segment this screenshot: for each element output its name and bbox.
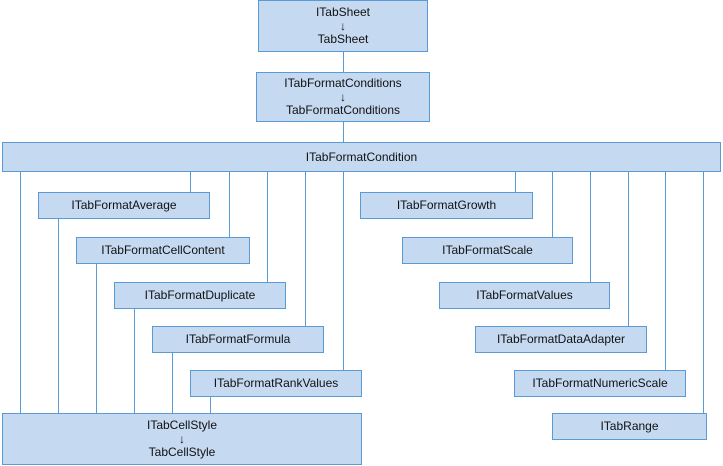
class-node-tabformatcondition[interactable]: ITabFormatCondition	[2, 142, 721, 172]
interface-name: ITabFormatNumericScale	[532, 376, 668, 390]
down-arrow-icon: ↓	[179, 432, 185, 446]
implementation-name: TabSheet	[317, 32, 369, 46]
connector-line	[190, 172, 191, 193]
class-node-tabformatduplicate[interactable]: ITabFormatDuplicate	[114, 282, 286, 309]
interface-name: ITabFormatGrowth	[396, 198, 497, 212]
implementation-name: TabFormatConditions	[285, 103, 401, 117]
class-node-tabformatrankvalues[interactable]: ITabFormatRankValues	[190, 370, 362, 397]
implementation-name: TabCellStyle	[148, 445, 216, 459]
connector-line	[267, 172, 268, 283]
down-arrow-icon: ↓	[340, 90, 346, 104]
class-node-tabformatnumericscale[interactable]: ITabFormatNumericScale	[514, 370, 686, 397]
connector-line	[343, 122, 344, 143]
connector-line	[665, 172, 666, 371]
class-node-tabformatscale[interactable]: ITabFormatScale	[402, 237, 573, 264]
connector-line	[20, 172, 21, 414]
connector-line	[515, 172, 516, 193]
connector-line	[58, 219, 59, 414]
interface-name: ITabFormatValues	[476, 288, 573, 302]
connector-line	[305, 172, 306, 327]
connector-line	[172, 353, 173, 414]
class-node-tabformatconditions[interactable]: ITabFormatConditions↓TabFormatConditions	[256, 72, 430, 122]
class-node-tabformatvalues[interactable]: ITabFormatValues	[439, 282, 610, 309]
connector-line	[134, 309, 135, 414]
class-node-tabformatformula[interactable]: ITabFormatFormula	[152, 326, 324, 353]
connector-line	[343, 172, 344, 371]
connector-line	[229, 172, 230, 238]
interface-name: ITabFormatAverage	[71, 198, 177, 212]
connector-line	[552, 172, 553, 238]
class-node-tabformatgrowth[interactable]: ITabFormatGrowth	[360, 192, 533, 219]
connector-line	[96, 264, 97, 414]
interface-name: ITabFormatRankValues	[213, 376, 339, 390]
interface-name: ITabFormatDataAdapter	[496, 332, 626, 346]
connector-line	[703, 172, 704, 414]
interface-name: ITabFormatCellContent	[101, 243, 225, 257]
class-node-tabcellstyle[interactable]: ITabCellStyle↓TabCellStyle	[2, 413, 362, 465]
class-node-tabformatcellcontent[interactable]: ITabFormatCellContent	[76, 237, 250, 264]
interface-name: ITabFormatDuplicate	[144, 288, 256, 302]
interface-name: ITabFormatFormula	[185, 332, 291, 346]
interface-name: ITabSheet	[315, 5, 371, 19]
interface-name: ITabFormatConditions	[284, 76, 402, 90]
interface-name: ITabFormatCondition	[305, 149, 418, 164]
connector-line	[590, 172, 591, 283]
class-node-tabrange[interactable]: ITabRange	[552, 413, 707, 440]
connector-line	[343, 52, 344, 73]
connector-line	[210, 397, 211, 414]
class-node-tabsheet[interactable]: ITabSheet↓TabSheet	[258, 0, 428, 52]
down-arrow-icon: ↓	[340, 19, 346, 33]
interface-name: ITabRange	[600, 419, 659, 433]
connector-line	[628, 172, 629, 327]
class-node-tabformataverage[interactable]: ITabFormatAverage	[38, 192, 210, 219]
interface-name: ITabFormatScale	[442, 243, 533, 257]
class-node-tabformatdataadapter[interactable]: ITabFormatDataAdapter	[475, 326, 647, 353]
interface-name: ITabCellStyle	[146, 418, 218, 432]
